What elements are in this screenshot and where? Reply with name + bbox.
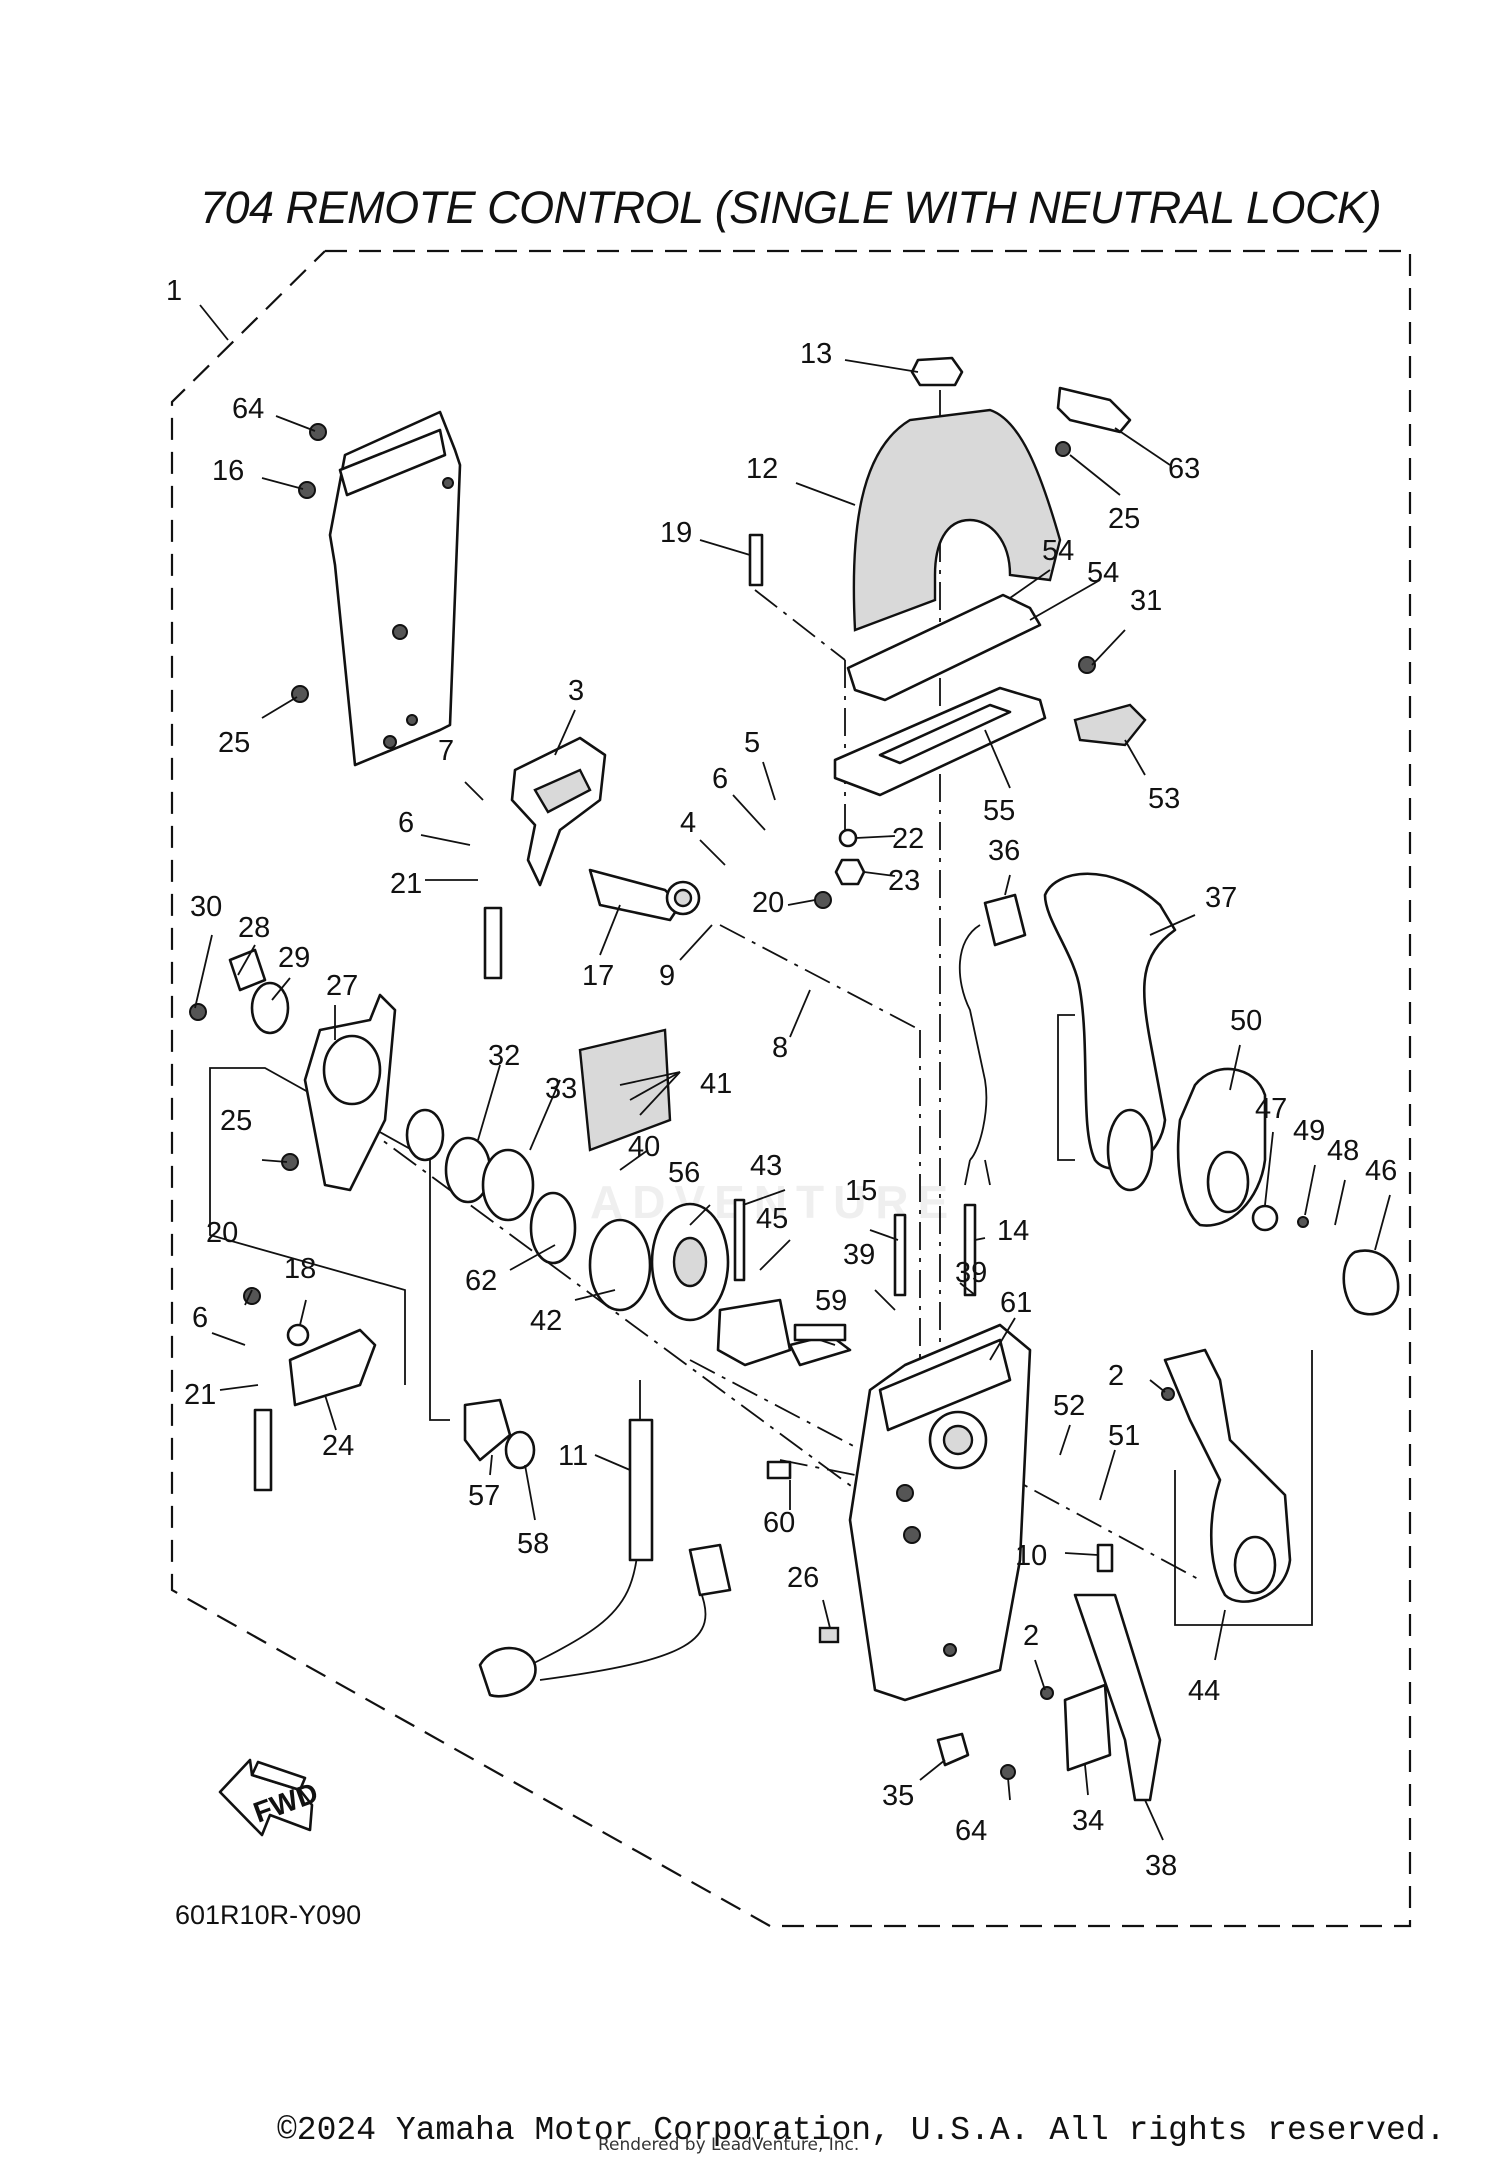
- callout-label: 62: [465, 1265, 497, 1297]
- callout-label: 54: [1042, 535, 1074, 567]
- callout-labels: 1 64 16 25 3 7 6 21 17 5 6 4 9 20 8 30 2…: [166, 275, 1397, 1882]
- control-head-cover: [852, 356, 1132, 632]
- callout-label: 42: [530, 1305, 562, 1337]
- watermark-text: ADVENTURE: [590, 1176, 958, 1228]
- callout-label: 19: [660, 517, 692, 549]
- gasket-and-plate: [833, 593, 1147, 886]
- callout-label: 60: [763, 1507, 795, 1539]
- callout-label: 46: [1365, 1155, 1397, 1187]
- fasteners: [189, 423, 1175, 1780]
- callout-label: 12: [746, 453, 778, 485]
- diagram-title: 704 REMOTE CONTROL (SINGLE WITH NEUTRAL …: [200, 182, 1382, 233]
- callout-label: 64: [232, 393, 264, 425]
- callout-label: 25: [1108, 503, 1140, 535]
- lower-bracket-parts: [253, 1323, 536, 1492]
- callout-label: 49: [1293, 1115, 1325, 1147]
- callout-label: 2: [1108, 1360, 1124, 1392]
- callout-label: 23: [888, 865, 920, 897]
- callout-label: 5: [744, 727, 760, 759]
- callout-label: 30: [190, 891, 222, 923]
- callout-label: 41: [700, 1068, 732, 1100]
- callout-label: 25: [220, 1105, 252, 1137]
- callout-label: 39: [955, 1257, 987, 1289]
- callout-label: 39: [843, 1239, 875, 1271]
- callout-label: 10: [1015, 1540, 1047, 1572]
- callout-label: 20: [752, 887, 784, 919]
- callout-label: 36: [988, 835, 1020, 867]
- callout-label: 50: [1230, 1005, 1262, 1037]
- copyright-text: ©2024 Yamaha Motor Corporation, U.S.A. A…: [277, 2112, 1446, 2149]
- control-housing: [848, 1323, 1032, 1702]
- callout-label: 52: [1053, 1390, 1085, 1422]
- callout-label: 16: [212, 455, 244, 487]
- callout-label: 21: [184, 1379, 216, 1411]
- callout-label: 56: [668, 1157, 700, 1189]
- callout-label: 2: [1023, 1620, 1039, 1652]
- drawing-code: 601R10R-Y090: [175, 1900, 362, 1930]
- callout-label: 22: [892, 823, 924, 855]
- callout-label: 13: [800, 338, 832, 370]
- callout-label: 25: [218, 727, 250, 759]
- neutral-lock-parts: [483, 736, 701, 980]
- side-cover-plate: [328, 410, 462, 767]
- sub-assembly-brackets: [209, 1014, 1313, 1626]
- callout-label: 8: [772, 1032, 788, 1064]
- callout-label: 37: [1205, 882, 1237, 914]
- fwd-arrow-icon: FWD: [218, 1758, 322, 1837]
- callout-label: 1: [166, 275, 182, 307]
- control-handle-parts: [1043, 872, 1400, 1802]
- callout-label: 4: [680, 807, 696, 839]
- callout-label: 7: [438, 735, 454, 767]
- callout-label: 29: [278, 942, 310, 974]
- callout-label: 58: [517, 1528, 549, 1560]
- callout-label: 14: [997, 1215, 1029, 1247]
- callout-label: 6: [398, 807, 414, 839]
- wiring-harness: [478, 893, 1027, 1698]
- callout-label: 28: [238, 912, 270, 944]
- callout-label: 27: [326, 970, 358, 1002]
- callout-label: 18: [284, 1253, 316, 1285]
- callout-label: 21: [390, 868, 422, 900]
- callout-label: 26: [787, 1562, 819, 1594]
- assembly-boundary: [170, 249, 1412, 1928]
- callout-label: 34: [1072, 1805, 1104, 1837]
- callout-label: 33: [545, 1073, 577, 1105]
- callout-label: 47: [1255, 1093, 1287, 1125]
- callout-label: 31: [1130, 585, 1162, 617]
- callout-label: 11: [558, 1440, 588, 1472]
- callout-label: 61: [1000, 1287, 1032, 1319]
- callout-label: 17: [582, 960, 614, 992]
- callout-label: 9: [659, 960, 675, 992]
- callout-label: 64: [955, 1815, 987, 1847]
- callout-label: 6: [712, 763, 728, 795]
- callout-label: 44: [1188, 1675, 1220, 1707]
- callout-label: 57: [468, 1480, 500, 1512]
- callout-label: 63: [1168, 453, 1200, 485]
- callout-label: 35: [882, 1780, 914, 1812]
- callout-label: 51: [1108, 1420, 1140, 1452]
- rendered-by-text: Rendered by LeadVenture, Inc.: [598, 2135, 860, 2155]
- callout-label: 43: [750, 1150, 782, 1182]
- callout-leader-lines: [194, 359, 1391, 1841]
- callout-label: 53: [1148, 783, 1180, 815]
- callout-label: 59: [815, 1285, 847, 1317]
- callout-label: 24: [322, 1430, 354, 1462]
- callout-label: 40: [628, 1131, 660, 1163]
- callout-label: 48: [1327, 1135, 1359, 1167]
- callout-label: 45: [756, 1203, 788, 1235]
- shift-mechanism-parts: [228, 948, 852, 1367]
- callout-label: 38: [1145, 1850, 1177, 1882]
- callout-label: 6: [192, 1302, 208, 1334]
- callout-label: 3: [568, 675, 584, 707]
- callout-label: 15: [845, 1175, 877, 1207]
- callout-label: 20: [206, 1217, 238, 1249]
- callout-label: 54: [1087, 557, 1119, 589]
- callout-label: 32: [488, 1040, 520, 1072]
- callout-label: 55: [983, 795, 1015, 827]
